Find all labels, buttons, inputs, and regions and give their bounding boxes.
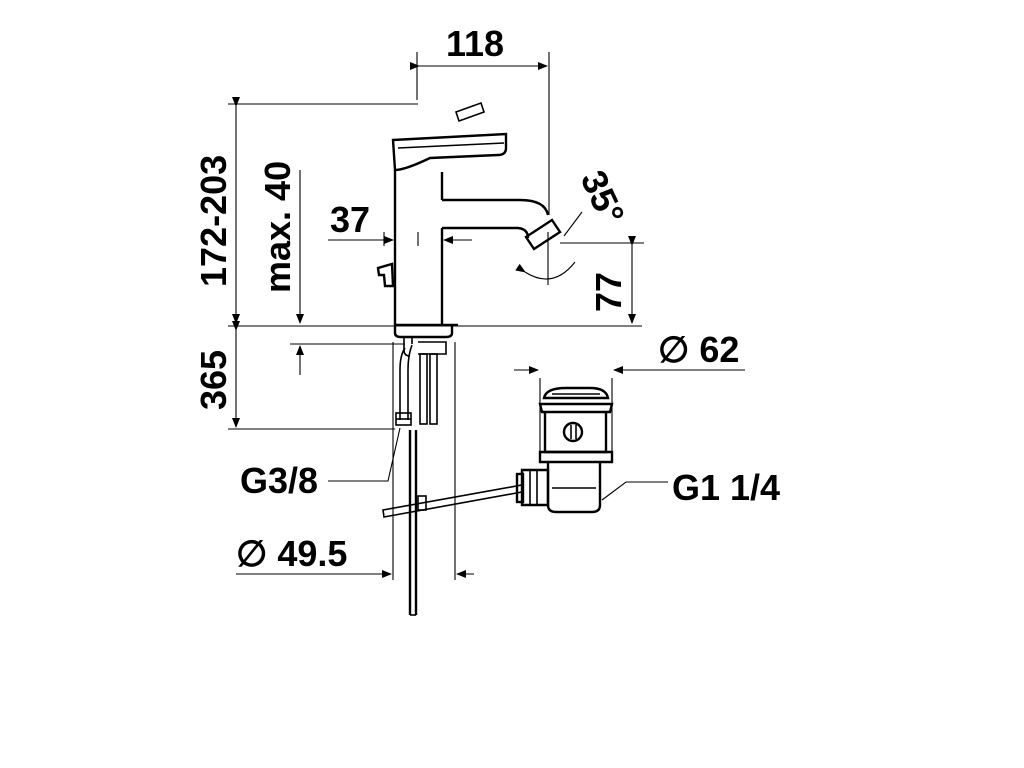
dim-365: 365 bbox=[193, 350, 234, 410]
pop-up-waste bbox=[515, 378, 614, 514]
dim-diameter-62: ∅ 62 bbox=[658, 329, 739, 370]
dim-height-range: 172-203 bbox=[193, 155, 234, 287]
dimension-lines bbox=[228, 52, 745, 578]
faucet-body bbox=[376, 101, 562, 339]
dim-g3-8: G3/8 bbox=[240, 460, 318, 501]
dim-77: 77 bbox=[588, 272, 629, 312]
supply-hoses bbox=[382, 337, 523, 616]
dim-g1-1-4: G1 1/4 bbox=[672, 467, 780, 508]
dim-118: 118 bbox=[446, 23, 504, 64]
dim-max-40: max. 40 bbox=[257, 161, 298, 293]
dim-angle: 35° bbox=[573, 164, 633, 231]
dim-37: 37 bbox=[330, 199, 370, 240]
dim-diameter-49-5: ∅ 49.5 bbox=[236, 533, 347, 574]
